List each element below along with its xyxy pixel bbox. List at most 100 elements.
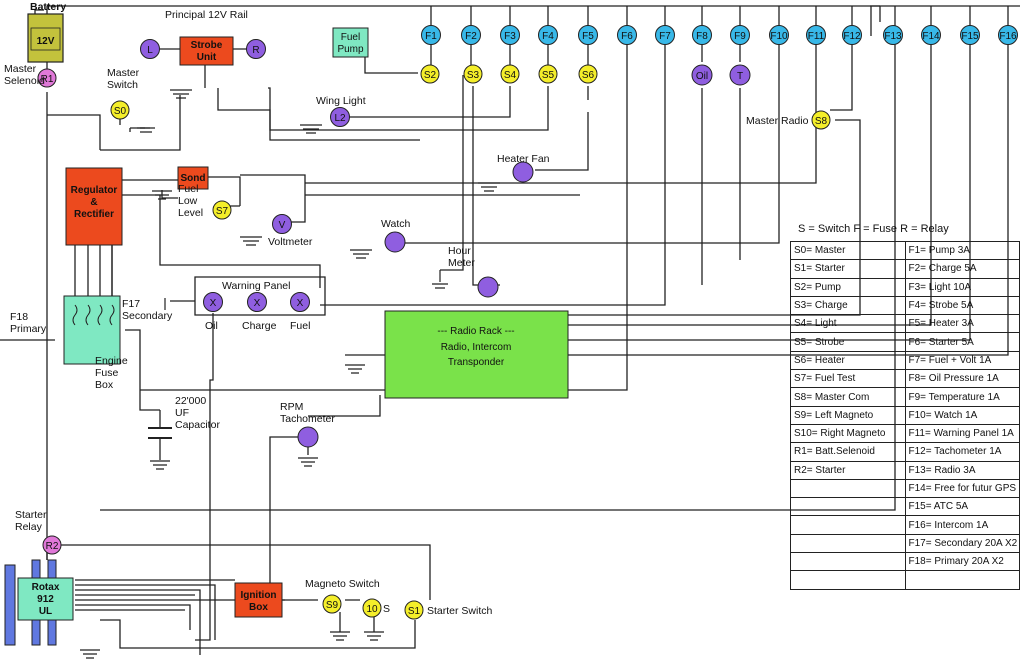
legend-fuse-cell: F16= Intercom 1A (904, 515, 1020, 535)
starter-switch-label: Starter Switch (427, 605, 493, 617)
svg-text:S1: S1 (408, 606, 421, 617)
fuse-f16: F16 (998, 25, 1018, 45)
svg-text:S7: S7 (216, 206, 229, 217)
capacitor-symbol (148, 427, 172, 439)
legend-row: F15= ATC 5A (790, 497, 1020, 517)
legend-switch-cell (790, 478, 906, 499)
svg-text:S5: S5 (542, 70, 555, 81)
legend-fuse-cell (904, 570, 1020, 590)
svg-text:F3: F3 (504, 31, 516, 42)
switch-s0: S0 (110, 100, 130, 120)
legend-fuse-cell: F3= Light 10A (904, 277, 1020, 297)
fuse-f8: F8 (692, 25, 712, 45)
svg-text:F9: F9 (734, 31, 746, 42)
engine-fuse-box (63, 295, 121, 365)
switch-s10: 10 (362, 598, 382, 618)
regulator-box: Regulator&Rectifier (65, 167, 123, 246)
switch-s2: S2 (420, 64, 440, 84)
fuse-f11: F11 (806, 25, 826, 45)
indicator-hour-meter (477, 276, 499, 298)
svg-text:L: L (147, 45, 153, 56)
relay-r2: R2 (42, 535, 62, 555)
svg-text:F14: F14 (922, 31, 940, 42)
radio-rack-label-2: Radio, Intercom (441, 342, 512, 353)
voltmeter-label: Voltmeter (268, 236, 313, 248)
wp-charge-label: Charge (242, 320, 277, 332)
svg-text:F4: F4 (542, 31, 554, 42)
legend-row (790, 570, 1020, 590)
svg-text:V: V (279, 220, 286, 231)
legend-switch-cell: S4= Light (790, 314, 906, 334)
battery-label: Battery (30, 1, 66, 13)
svg-text:F13: F13 (884, 31, 902, 42)
fuse-f12: F12 (842, 25, 862, 45)
indicator-wp-fuel: X (290, 292, 310, 312)
legend-fuse-cell: F15= ATC 5A (904, 497, 1020, 517)
warning-panel-label: Warning Panel (222, 280, 290, 292)
indicator-temperature: T (729, 64, 751, 86)
fuse-row: F1 F2 F3 F4 F5 F6 F7 F8 F9 F10 F11 F12 F… (421, 25, 1018, 45)
switch-s1: S1 (404, 600, 424, 620)
legend-title: S = Switch F = Fuse R = Relay (798, 223, 949, 235)
s10-suffix-label: S (383, 603, 390, 615)
legend-switch-cell: S0= Master (790, 240, 906, 261)
switch-s4: S4 (500, 64, 520, 84)
indicator-wp-charge: X (247, 292, 267, 312)
fuse-f7: F7 (655, 25, 675, 45)
magneto-switch-label: Magneto Switch (305, 578, 380, 590)
legend-fuse-cell: F1= Pump 3A (904, 240, 1020, 261)
relay-r1: R1 (37, 68, 57, 88)
sond-box: Sond (177, 166, 209, 190)
legend-switch-cell: S10= Right Magneto (790, 423, 906, 444)
svg-text:F1: F1 (425, 31, 437, 42)
legend-switch-cell: S3= Charge (790, 295, 906, 316)
wing-light-label: Wing Light (316, 95, 366, 107)
legend-fuse-cell: F6= Starter 5A (904, 332, 1020, 352)
svg-text:S0: S0 (114, 106, 127, 117)
legend-switch-cell: S8= Master Com (790, 387, 906, 407)
svg-text:S3: S3 (467, 70, 480, 81)
indicators: L R L2 V Oil T X X X (140, 39, 751, 448)
fuse-f13: F13 (883, 25, 903, 45)
heater-fan-label: Heater Fan (497, 153, 550, 165)
svg-text:F11: F11 (808, 31, 825, 42)
radio-rack-label-3: Transponder (448, 357, 505, 368)
legend-switch-cell: R1= Batt.Selenoid (790, 442, 906, 462)
legend-row: F17= Secondary 20A X2 (790, 533, 1020, 554)
legend-row: F16= Intercom 1A (790, 515, 1020, 535)
legend-fuse-cell: F9= Temperature 1A (904, 387, 1020, 407)
svg-text:S8: S8 (815, 116, 828, 127)
legend-switch-cell: S1= Starter (790, 259, 906, 279)
switches: S0 S2 S3 S4 S5 S6 S7 S8 S9 10 S1 (110, 64, 831, 620)
legend-switch-cell (790, 552, 906, 572)
legend-switch-cell (790, 570, 906, 590)
svg-text:F8: F8 (696, 31, 708, 42)
fuse-f3: F3 (500, 25, 520, 45)
indicator-heater-fan (512, 161, 534, 183)
indicator-watch (384, 231, 406, 253)
radio-rack-label-1: --- Radio Rack --- (437, 326, 514, 337)
svg-text:F12: F12 (843, 31, 861, 42)
legend-switch-cell: S5= Strobe (790, 332, 906, 352)
legend-switch-cell: S6= Heater (790, 350, 906, 371)
legend-fuse-cell: F4= Strobe 5A (904, 295, 1020, 316)
svg-text:S2: S2 (424, 70, 437, 81)
legend-fuse-cell: F17= Secondary 20A X2 (904, 533, 1020, 554)
fuse-f4: F4 (538, 25, 558, 45)
